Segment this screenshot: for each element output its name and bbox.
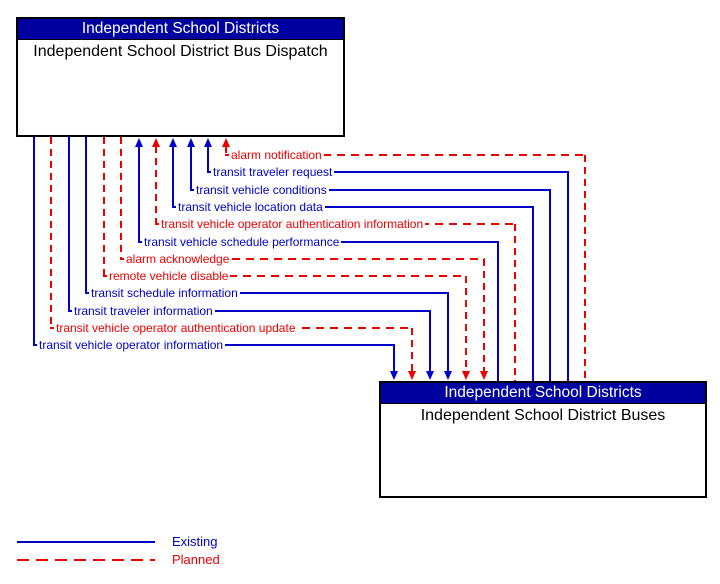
- flow-line-vertical: [85, 137, 87, 293]
- flow-line-vertical: [120, 137, 122, 259]
- flow-line-vertical: [584, 155, 586, 381]
- flow-line-horizontal: [190, 189, 551, 191]
- flow-line-vertical: [190, 146, 192, 190]
- flow-line-vertical: [207, 146, 209, 172]
- flow-line-vertical: [225, 146, 227, 155]
- flow-label[interactable]: transit vehicle operator authentication …: [159, 217, 426, 231]
- flow-line-vertical: [497, 242, 499, 381]
- flow-line-vertical: [465, 276, 467, 372]
- flow-line-vertical: [429, 311, 431, 372]
- flow-line-vertical: [50, 137, 52, 328]
- arrow-down-icon: [389, 371, 398, 380]
- flow-label[interactable]: alarm notification: [229, 148, 324, 162]
- flow-line-vertical: [532, 207, 534, 381]
- flow-line-horizontal: [207, 171, 569, 173]
- arrow-down-icon: [479, 371, 488, 380]
- arrow-up-icon: [151, 138, 160, 147]
- flow-line-vertical: [138, 146, 140, 242]
- legend-label-existing: Existing: [172, 534, 218, 549]
- legend-label-planned: Planned: [172, 552, 220, 567]
- flow-line-vertical: [172, 146, 174, 207]
- flow-label[interactable]: transit vehicle schedule performance: [142, 235, 342, 249]
- flow-line-vertical: [155, 146, 157, 224]
- flow-label[interactable]: transit traveler information: [72, 304, 215, 318]
- arrow-down-icon: [461, 371, 470, 380]
- arrow-up-icon: [221, 138, 230, 147]
- flow-label[interactable]: transit traveler request: [211, 165, 335, 179]
- flow-label[interactable]: transit schedule information: [89, 286, 240, 300]
- flow-line-vertical: [68, 137, 70, 311]
- flow-line-horizontal: [68, 310, 431, 312]
- entity-name-bus-dispatch: Independent School District Bus Dispatch: [33, 43, 328, 60]
- flow-line-horizontal: [225, 154, 586, 156]
- legend-row-planned: Planned: [17, 551, 220, 569]
- entity-group-label: Independent School Districts: [81, 20, 280, 37]
- entity-box-buses[interactable]: Independent School Districts Independent…: [379, 381, 707, 498]
- legend: Existing Planned: [17, 533, 220, 569]
- flow-line-vertical: [567, 172, 569, 381]
- existing-line-swatch: [17, 541, 155, 543]
- flow-label[interactable]: remote vehicle disable: [107, 269, 231, 283]
- flow-line-horizontal: [85, 292, 449, 294]
- arrow-up-icon: [134, 138, 143, 147]
- arrow-down-icon: [407, 371, 416, 380]
- flow-label[interactable]: transit vehicle operator authentication …: [54, 321, 298, 335]
- entity-group-label: Independent School Districts: [444, 384, 642, 401]
- flow-line-horizontal: [120, 258, 485, 260]
- legend-row-existing: Existing: [17, 533, 220, 551]
- flow-line-vertical: [483, 259, 485, 372]
- arrow-up-icon: [203, 138, 212, 147]
- flow-line-vertical: [411, 328, 413, 372]
- flow-line-vertical: [549, 190, 551, 381]
- flow-label[interactable]: transit vehicle location data: [176, 200, 325, 214]
- flow-label[interactable]: transit vehicle operator information: [37, 338, 226, 352]
- entity-name-buses: Independent School District Buses: [420, 407, 666, 424]
- flow-line-vertical: [103, 137, 105, 276]
- flow-line-vertical: [393, 345, 395, 372]
- arrow-up-icon: [186, 138, 195, 147]
- entity-box-bus-dispatch[interactable]: Independent School Districts Independent…: [16, 17, 345, 137]
- flow-line-vertical: [33, 137, 35, 345]
- flow-line-horizontal: [172, 206, 534, 208]
- arrow-down-icon: [443, 371, 452, 380]
- flow-label[interactable]: alarm acknowledge: [124, 252, 232, 266]
- flow-label[interactable]: transit vehicle conditions: [194, 183, 329, 197]
- entity-group-header: Independent School Districts: [18, 19, 343, 40]
- entity-group-header: Independent School Districts: [381, 383, 705, 404]
- flow-line-vertical: [514, 224, 516, 381]
- arrow-down-icon: [425, 371, 434, 380]
- flow-line-horizontal: [103, 275, 467, 277]
- flow-line-vertical: [447, 293, 449, 372]
- arrow-up-icon: [168, 138, 177, 147]
- planned-line-swatch: [17, 559, 155, 561]
